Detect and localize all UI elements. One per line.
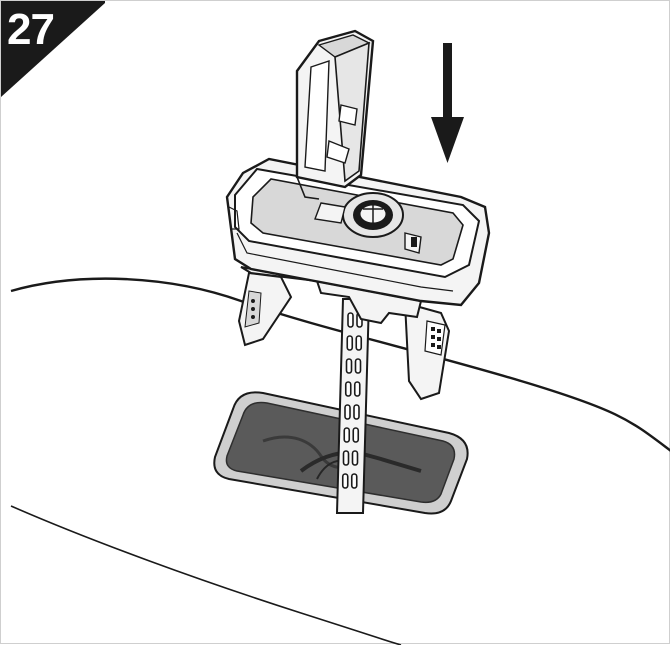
guide-strip-slot bbox=[342, 450, 350, 466]
charging-station-housing bbox=[225, 157, 491, 307]
step-badge-background bbox=[1, 1, 105, 97]
step-badge: 27 bbox=[1, 1, 113, 97]
guide-strip-slot bbox=[343, 427, 351, 443]
guide-strip bbox=[335, 298, 371, 514]
guide-strip-slot bbox=[351, 450, 359, 466]
guide-strip-slot bbox=[350, 473, 358, 489]
right-leg bbox=[403, 301, 451, 401]
guide-strip-slot bbox=[346, 335, 354, 351]
guide-strip-slot bbox=[353, 381, 361, 397]
vertical-column bbox=[295, 29, 375, 200]
guide-strip-slot bbox=[354, 358, 362, 374]
guide-strip-slot bbox=[353, 404, 360, 420]
arrow-down-icon bbox=[431, 43, 464, 163]
guide-strip-slot bbox=[341, 473, 349, 489]
ground-curve-lower bbox=[10, 505, 402, 645]
guide-strip-slot bbox=[355, 335, 363, 351]
guide-strip-slot bbox=[344, 404, 351, 420]
guide-strip-slot bbox=[352, 427, 360, 443]
step-number: 27 bbox=[7, 5, 55, 54]
left-leg bbox=[237, 271, 293, 347]
guide-strip-slot bbox=[347, 312, 354, 328]
guide-strip-slot bbox=[345, 358, 353, 374]
guide-strip-slot bbox=[344, 381, 352, 397]
